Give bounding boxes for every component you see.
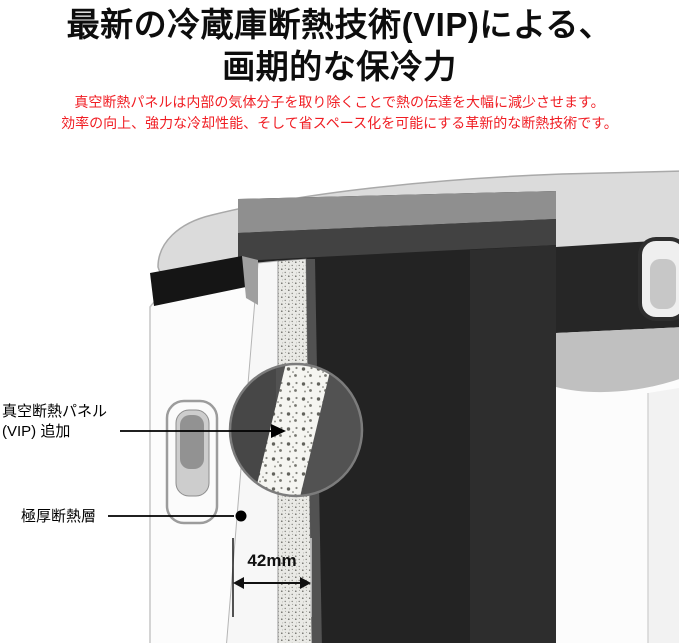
description-line-1: 真空断熱パネルは内部の気体分子を取り除くことで熱の伝達を大幅に減少させます。 [74,94,605,110]
title-line-1: 最新の冷蔵庫断熱技術(VIP)による、 [66,6,613,43]
right-back-wall [556,327,679,393]
handle-recess [165,399,219,525]
vip-leader-arrow [271,424,286,438]
right-body-shading [648,387,679,643]
dimension-arrowhead-right [300,577,311,589]
vip-panel-label-line-1: 真空断熱パネル [2,403,108,420]
description-line-2: 効率の向上、強力な冷却性能、そして省スペース化を可能にする革新的な断熱技術です。 [61,115,618,131]
magnified-vip-band [254,364,332,496]
insulation-leader-dot [235,510,247,522]
description-text: 真空断熱パネルは内部の気体分子を取り除くことで熱の伝達を大幅に減少させます。 効… [0,92,679,134]
page-title: 最新の冷蔵庫断熱技術(VIP)による、 画期的な保冷力 [0,4,679,88]
vip-panel-label-line-2: (VIP) 追加 [2,423,71,440]
cooler-cutaway-figure: 真空断熱パネル (VIP) 追加 極厚断熱層 42mm [0,155,679,643]
lid-latch [638,237,679,321]
left-seal-gasket [150,256,246,306]
insulation-layer-label: 極厚断熱層 [21,508,97,525]
left-corner-post [242,256,258,305]
vip-panel-label: 真空断熱パネル (VIP) 追加 [2,402,107,442]
dimension-arrowhead-left [233,577,244,589]
cavity-inner-wall [470,245,556,643]
cut-face-lower [238,219,556,261]
title-line-2: 画期的な保冷力 [222,48,457,85]
thickness-dimension-label: 42mm [247,551,297,570]
cooler-illustration [108,170,679,643]
